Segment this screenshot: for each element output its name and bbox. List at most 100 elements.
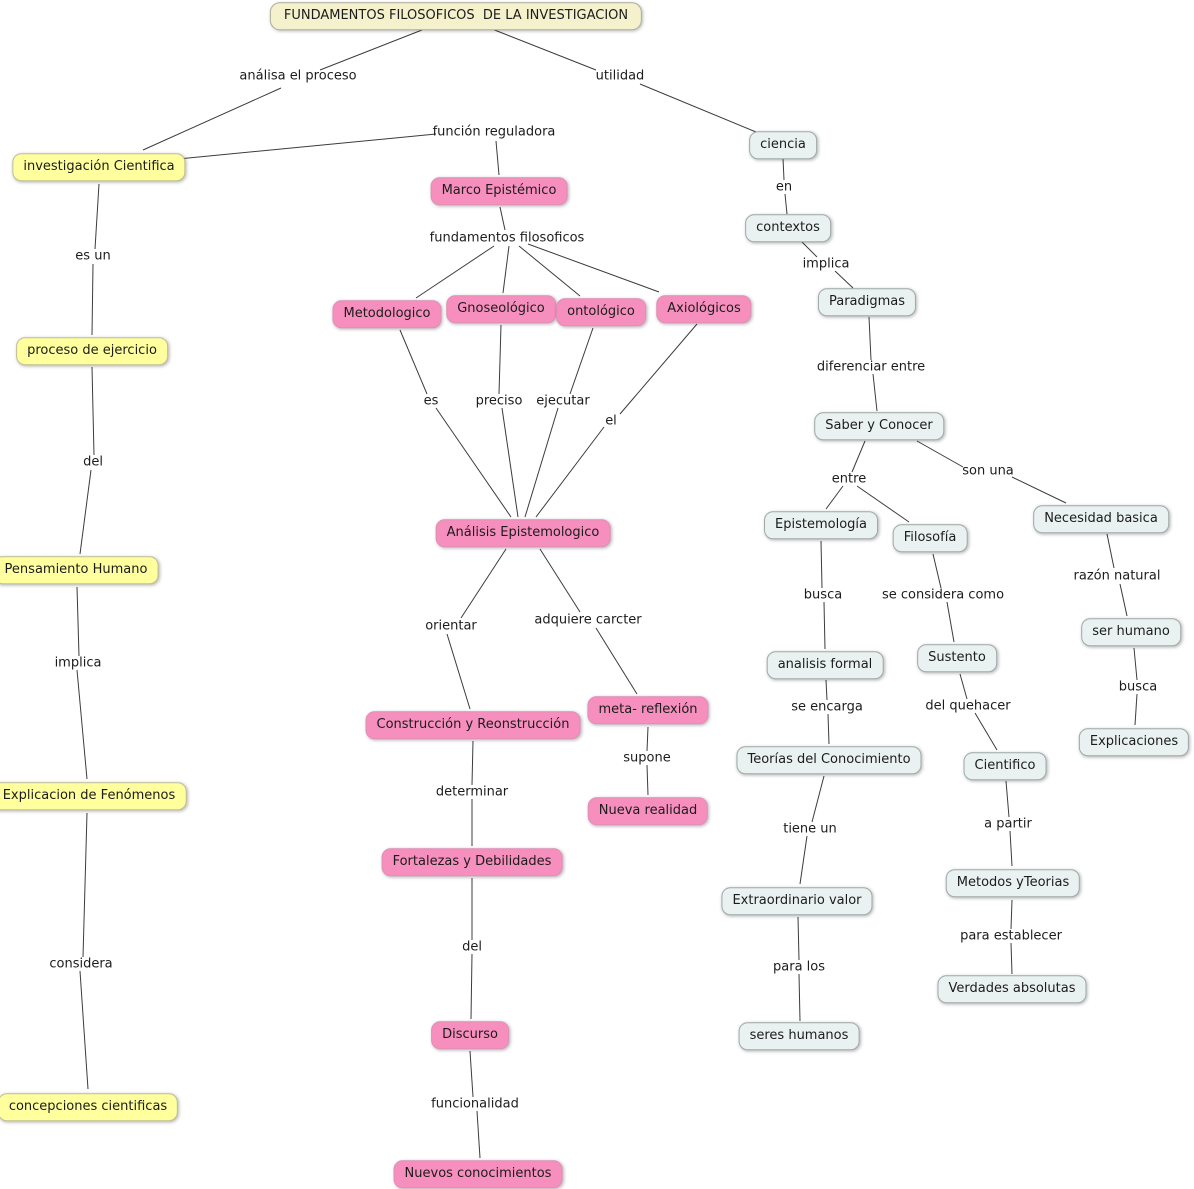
concept-node-extraordinario-valor[interactable]: Extraordinario valor — [721, 887, 873, 915]
link-label-orientar[interactable]: orientar — [425, 618, 477, 634]
connector-line — [1009, 830, 1013, 867]
link-label-del-2[interactable]: del — [462, 939, 482, 955]
connector-line — [797, 916, 800, 961]
link-label-es-un[interactable]: es un — [75, 248, 111, 264]
link-label-preciso[interactable]: preciso — [475, 393, 523, 409]
link-label-diferenciar-entre[interactable]: diferenciar entre — [816, 359, 926, 375]
link-label-se-considera-como[interactable]: se considera como — [881, 587, 1005, 603]
connector-line — [501, 407, 519, 518]
connector-line — [491, 28, 597, 71]
link-label-es[interactable]: es — [423, 393, 439, 409]
connector-line — [798, 973, 801, 1022]
concept-node-discurso[interactable]: Discurso — [431, 1021, 509, 1049]
link-label-del-quehacer[interactable]: del quehacer — [925, 698, 1011, 714]
connector-line — [471, 740, 474, 786]
connector-line — [79, 469, 92, 555]
link-label-busca-2[interactable]: busca — [1118, 679, 1158, 695]
concept-node-ser-humano[interactable]: ser humano — [1081, 618, 1181, 646]
link-label-utilidad[interactable]: utilidad — [595, 68, 645, 84]
connector-line — [1119, 583, 1128, 617]
link-label-analisa-el-proceso[interactable]: análisa el proceso — [239, 68, 357, 84]
connector-line — [799, 835, 808, 885]
link-label-fundamentos-filosoficos[interactable]: fundamentos filosoficos — [429, 230, 585, 246]
concept-node-verdades-absolutas[interactable]: Verdades absolutas — [937, 975, 1087, 1003]
link-label-ejecutar[interactable]: ejecutar — [536, 393, 590, 409]
concept-node-proceso-de-ejercicio[interactable]: proceso de ejercicio — [16, 337, 168, 365]
concept-node-nueva-realidad[interactable]: Nueva realidad — [587, 797, 709, 825]
connector-line — [82, 812, 88, 958]
concept-node-contextos[interactable]: contextos — [745, 214, 831, 242]
connector-line — [974, 712, 998, 751]
connector-line — [569, 327, 594, 395]
concept-node-paradigmas[interactable]: Paradigmas — [817, 288, 917, 316]
connector-line — [868, 316, 872, 361]
link-label-razon-natural[interactable]: razón natural — [1073, 568, 1161, 584]
concept-node-fortalezas-y-debilidades[interactable]: Fortalezas y Debilidades — [381, 848, 563, 876]
link-label-el[interactable]: el — [605, 413, 617, 429]
concept-node-sustento[interactable]: Sustento — [917, 644, 997, 672]
link-label-tiene-un[interactable]: tiene un — [783, 821, 837, 837]
link-label-funcionalidad[interactable]: funcionalidad — [431, 1096, 519, 1112]
link-label-para-establecer[interactable]: para establecer — [960, 928, 1062, 944]
link-label-entre[interactable]: entre — [831, 471, 867, 487]
connector-line — [499, 206, 506, 231]
concept-node-analisis-epistemologico[interactable]: Análisis Epistemologico — [435, 519, 611, 547]
link-label-funcion-reguladora[interactable]: función reguladora — [432, 124, 556, 140]
concept-node-titulo[interactable]: FUNDAMENTOS FILOSOFICOS DE LA INVESTIGAC… — [269, 2, 643, 30]
link-label-para-los[interactable]: para los — [773, 959, 825, 975]
concept-node-necesidad-basica[interactable]: Necesidad basica — [1033, 505, 1169, 533]
connector-line — [825, 679, 828, 701]
concept-node-saber-y-conocer[interactable]: Saber y Conocer — [814, 412, 944, 440]
concept-node-metodos-y-teorias[interactable]: Metodos yTeorias — [945, 869, 1081, 897]
link-label-determinar[interactable]: determinar — [435, 784, 509, 800]
concept-node-ontologico[interactable]: ontológico — [556, 298, 646, 326]
concept-node-gnoseologico[interactable]: Gnoseológico — [446, 295, 556, 323]
link-label-implica-2[interactable]: implica — [802, 256, 850, 272]
link-label-adquiere-carcter[interactable]: adquiere carcter — [534, 612, 642, 628]
connector-line — [595, 627, 638, 695]
link-label-considera[interactable]: considera — [49, 956, 113, 972]
link-label-implica-1[interactable]: implica — [54, 655, 102, 671]
link-label-supone[interactable]: supone — [623, 750, 671, 766]
connector-line — [1010, 942, 1013, 975]
concept-node-filosofia[interactable]: Filosofía — [892, 524, 968, 552]
concept-node-explicaciones[interactable]: Explicaciones — [1078, 728, 1190, 756]
connector-line — [495, 140, 500, 176]
connector-line — [539, 548, 581, 613]
connector-line — [319, 29, 423, 71]
connector-line — [782, 157, 785, 181]
concept-node-explicacion-de-fenomenos[interactable]: Explicacion de Fenómenos — [0, 782, 187, 810]
connector-line — [872, 373, 878, 412]
concept-node-investigacion-cientifica[interactable]: investigación Cientifica — [12, 153, 186, 181]
connector-line — [142, 87, 282, 151]
link-label-son-una[interactable]: son una — [962, 463, 1014, 479]
connector-line — [823, 601, 826, 650]
link-label-busca-1[interactable]: busca — [803, 587, 843, 603]
link-label-a-partir[interactable]: a partir — [984, 816, 1032, 832]
concept-node-meta-reflexion[interactable]: meta- reflexión — [587, 696, 709, 724]
connector-line — [415, 245, 495, 299]
connector-line — [619, 323, 698, 415]
connector-line — [91, 263, 94, 336]
connector-line — [524, 407, 559, 518]
connector-line — [476, 1110, 481, 1159]
connector-line — [856, 485, 910, 523]
concept-node-cientifico[interactable]: Cientifico — [963, 752, 1047, 780]
concept-node-analisis-formal[interactable]: analisis formal — [766, 651, 884, 679]
link-label-se-encarga[interactable]: se encarga — [791, 699, 863, 715]
concept-node-epistemologia[interactable]: Epistemología — [764, 511, 878, 539]
concept-node-nuevos-conocimientos[interactable]: Nuevos conocimientos — [393, 1160, 563, 1188]
concept-node-axiologicos[interactable]: Axiológicos — [656, 295, 752, 323]
concept-node-construccion-y-reonstruccion[interactable]: Construcción y Reonstrucción — [365, 711, 581, 739]
concept-node-teorias-del-conocimiento[interactable]: Teorías del Conocimiento — [736, 746, 922, 774]
link-label-en[interactable]: en — [775, 179, 793, 195]
concept-node-marco-epistemico[interactable]: Marco Epistémico — [430, 177, 568, 205]
concept-node-seres-humanos[interactable]: seres humanos — [738, 1022, 860, 1050]
concept-node-concepciones-cientificas[interactable]: concepciones cientificas — [0, 1093, 179, 1121]
concept-node-ciencia[interactable]: ciencia — [749, 131, 817, 159]
connector-line — [1011, 476, 1067, 504]
link-label-del-1[interactable]: del — [83, 454, 103, 470]
concept-node-metodologico[interactable]: Metodologico — [332, 300, 442, 328]
concept-node-pensamiento-humano[interactable]: Pensamiento Humano — [0, 556, 159, 584]
